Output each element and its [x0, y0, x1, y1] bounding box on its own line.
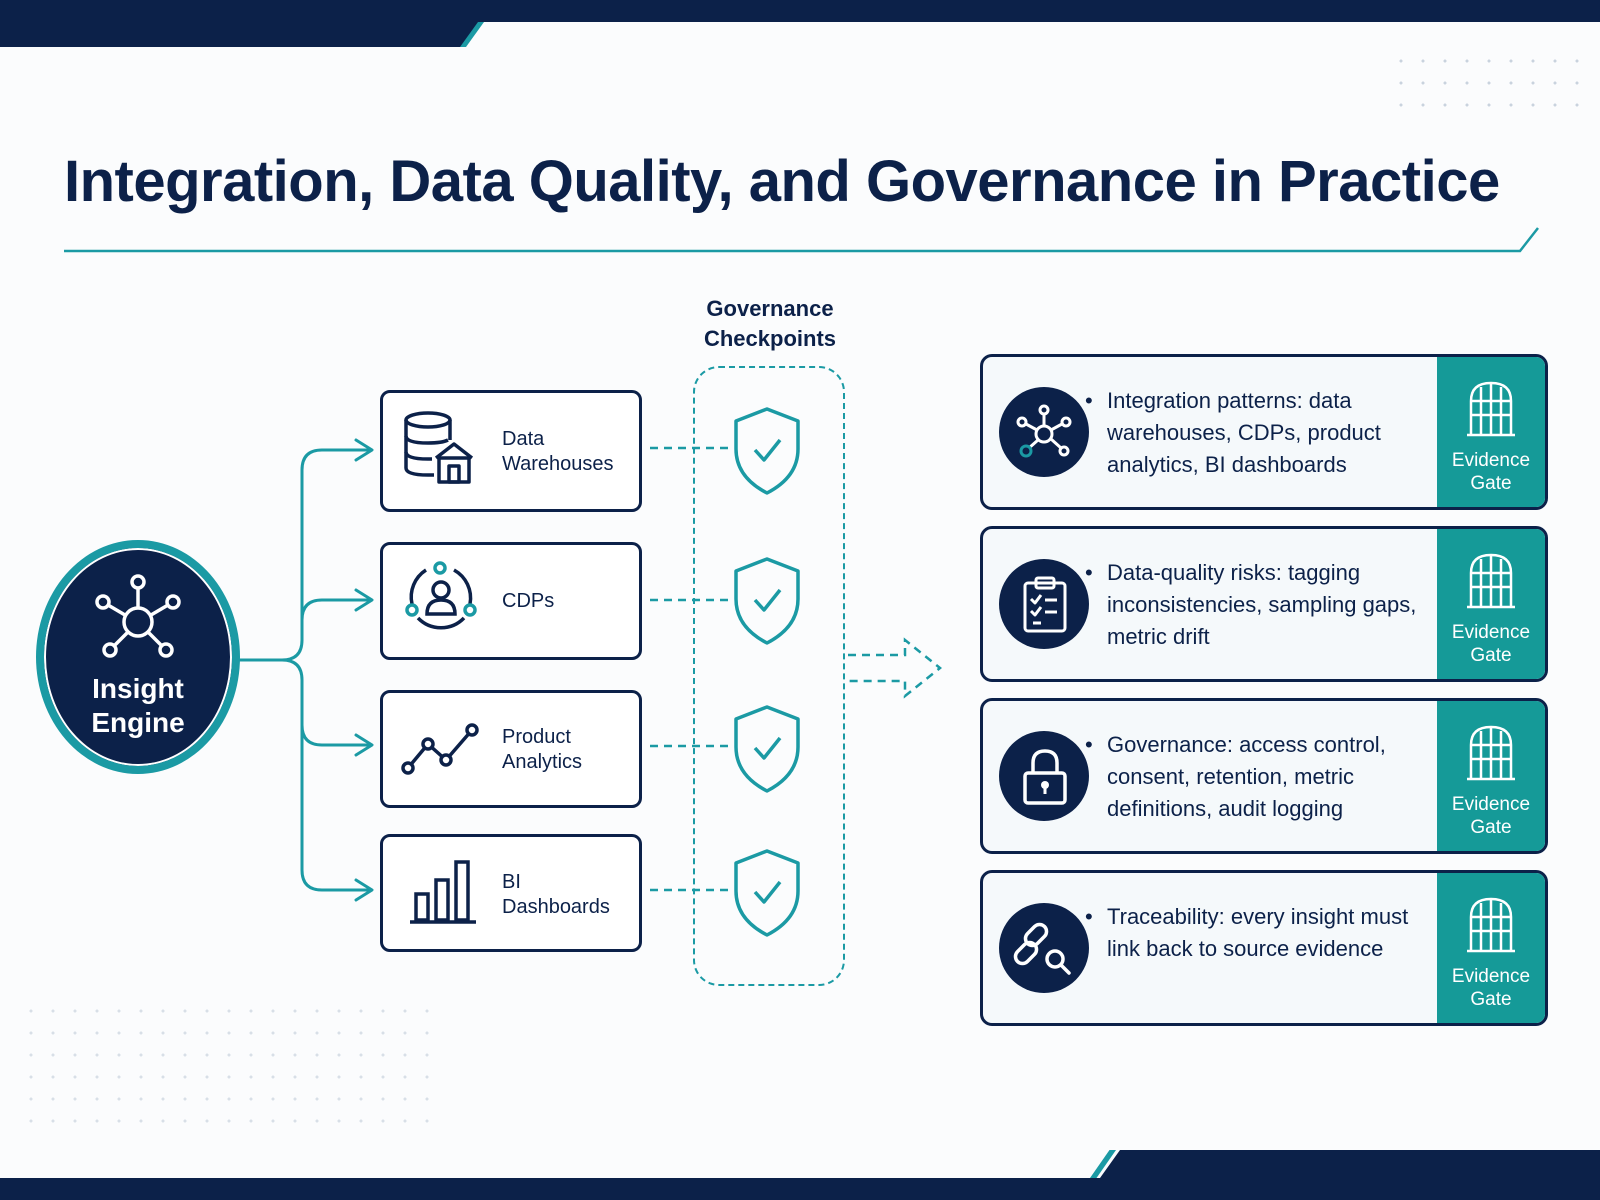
network-hub-icon: [95, 574, 181, 658]
evidence-gate-label: Evidence Gate: [1451, 622, 1531, 666]
dot-grid-bottom-left: [20, 1000, 440, 1140]
source-label-bi-dashboards: BI Dashboards: [502, 871, 610, 918]
card-integration-patterns: • Integration patterns: data warehouses,…: [980, 354, 1548, 510]
card-icon-circle: [999, 731, 1089, 821]
insight-engine-node: [36, 540, 240, 774]
evidence-gate-panel: Evidence Gate: [1437, 529, 1545, 679]
evidence-gate-panel: Evidence Gate: [1437, 873, 1545, 1023]
card-governance: • Governance: access control, consent, r…: [980, 698, 1548, 854]
source-box-cdps: [380, 542, 642, 660]
shield-check-icon: [734, 557, 800, 645]
source-label-cdps: CDPs: [502, 590, 555, 612]
card-text: Traceability: every insight must link ba…: [1107, 904, 1409, 961]
card-text: Governance: access control, consent, ret…: [1107, 732, 1386, 821]
bullet-dot: •: [1085, 904, 1093, 929]
card-data-quality-risks: • Data-quality risks: tagging inconsiste…: [980, 526, 1548, 682]
link-search-icon: [1013, 922, 1071, 975]
network-hub-icon: [1016, 404, 1072, 458]
checklist-icon: [1023, 576, 1067, 633]
dot-grid-top-right: [1390, 50, 1580, 120]
card-text: Integration patterns: data warehouses, C…: [1107, 388, 1381, 477]
bullet-dot: •: [1085, 388, 1093, 413]
shield-check-icon: [734, 849, 800, 937]
page-title: Integration, Data Quality, and Governanc…: [64, 149, 1500, 214]
evidence-gate-panel: Evidence Gate: [1437, 701, 1545, 851]
customer-profile-icon: [405, 561, 477, 630]
bottom-band-tab: [1100, 1150, 1600, 1178]
evidence-gate-panel: Evidence Gate: [1437, 357, 1545, 507]
evidence-gate-label: Evidence Gate: [1451, 450, 1531, 494]
bottom-band: [0, 1178, 1600, 1200]
card-traceability: • Traceability: every insight must link …: [980, 870, 1548, 1026]
source-label-product-analytics: Product Analytics: [502, 726, 583, 773]
gate-icon: [1467, 381, 1515, 437]
checkpoints-title: Governance Checkpoints: [703, 296, 837, 351]
bar-chart-icon: [410, 860, 476, 924]
source-box-data-warehouses: [380, 390, 642, 512]
padlock-icon: [1023, 749, 1067, 805]
card-icon-circle: [999, 387, 1089, 477]
database-warehouse-icon: [404, 411, 474, 484]
evidence-gate-label: Evidence Gate: [1451, 966, 1531, 1010]
card-text: Data-quality risks: tagging inconsistenc…: [1107, 560, 1417, 649]
shield-check-icon: [734, 705, 800, 793]
insight-engine-label: Insight Engine: [91, 673, 185, 738]
source-label-data-warehouses: Data Warehouses: [502, 428, 614, 475]
top-band: [0, 0, 1600, 22]
gate-icon: [1467, 897, 1515, 953]
top-band-tab: [0, 22, 480, 47]
bullet-dot: •: [1085, 732, 1093, 757]
card-icon-circle: [999, 559, 1089, 649]
checkpoints-frame: [693, 366, 845, 986]
gate-icon: [1467, 725, 1515, 781]
card-icon-circle: [999, 903, 1089, 993]
bullet-dot: •: [1085, 560, 1093, 585]
evidence-gate-label: Evidence Gate: [1451, 794, 1531, 838]
title-underline: [64, 227, 1539, 253]
shield-check-icon: [734, 407, 800, 495]
gate-icon: [1467, 553, 1515, 609]
line-trend-icon: [401, 723, 479, 775]
